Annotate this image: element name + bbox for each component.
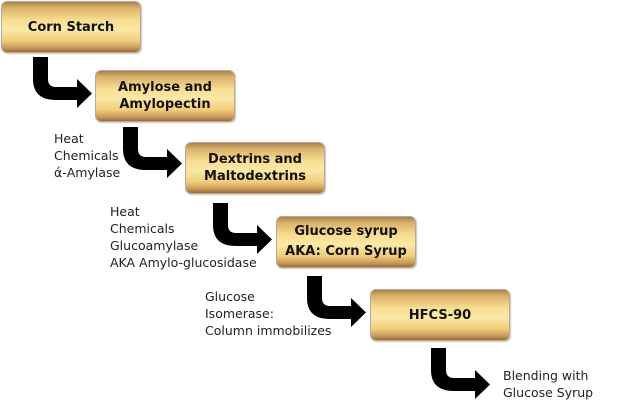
annotation-line: ά-Amylase (54, 165, 121, 180)
arrow-icon (123, 127, 182, 178)
annotation-line: Heat (110, 204, 140, 219)
arrow-icon (431, 348, 490, 399)
arrow-icon (213, 203, 272, 254)
annotation-line: Heat (54, 131, 84, 146)
step-label: Maltodextrins (204, 169, 306, 184)
annotation-heat-amylase: Heat Chemicals ά-Amylase (54, 130, 120, 181)
step-amylose-amylopectin: Amylose and Amylopectin (95, 70, 235, 122)
annotation-line: Blending with (503, 368, 589, 383)
step-label: Corn Starch (27, 19, 115, 35)
step-label: Glucose syrup (294, 224, 398, 239)
step-label: Amylopectin (119, 97, 211, 112)
annotation-heat-glucoamylase: Heat Chemicals Glucoamylase AKA Amylo-gl… (110, 203, 257, 271)
annotation-line: Column immobilizes (205, 323, 332, 338)
annotation-line: Chemicals (110, 221, 175, 236)
step-label: Amylose and (118, 80, 212, 95)
annotation-line: Glucose Syrup (503, 385, 594, 400)
annotation-blending: Blending with Glucose Syrup (503, 367, 593, 401)
step-corn-starch: Corn Starch (1, 1, 141, 53)
step-label: Dextrins and (208, 152, 302, 167)
annotation-line: AKA Amylo-glucosidase (110, 255, 257, 270)
arrow-icon (33, 57, 92, 108)
annotation-line: Isomerase: (205, 306, 274, 321)
annotation-glucose-isomerase: Glucose Isomerase: Column immobilizes (205, 288, 331, 339)
annotation-line: Glucose (205, 289, 255, 304)
step-label: HFCS-90 (408, 307, 472, 323)
annotation-line: Chemicals (54, 148, 119, 163)
arrow-icon (307, 276, 366, 327)
step-glucose-syrup: Glucose syrup AKA: Corn Syrup (276, 216, 416, 268)
step-hfcs-90: HFCS-90 (370, 289, 510, 341)
step-label: AKA: Corn Syrup (285, 244, 407, 259)
step-dextrins-maltodextrins: Dextrins and Maltodextrins (185, 142, 325, 194)
annotation-line: Glucoamylase (110, 238, 199, 253)
